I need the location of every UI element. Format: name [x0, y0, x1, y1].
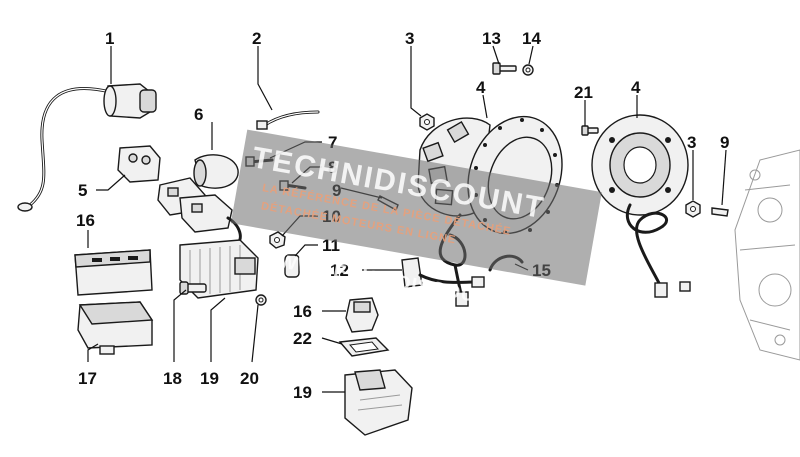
- callout-12: 12: [330, 261, 349, 280]
- callout-14: 14: [522, 29, 541, 48]
- callout-16-lower: 16: [293, 302, 312, 321]
- callout-18: 18: [163, 369, 182, 388]
- callout-7: 7: [328, 133, 337, 152]
- part-14-washer: [522, 64, 534, 76]
- callout-17: 17: [78, 369, 97, 388]
- callout-6: 6: [194, 105, 203, 124]
- part-20-washer: [255, 294, 267, 306]
- callout-3-right: 3: [687, 133, 696, 152]
- part-1-coil-lead: [17, 83, 157, 212]
- callout-19-lower: 19: [293, 383, 312, 402]
- part-18-bolt: [179, 281, 207, 295]
- part-4-stator-plate-right: [591, 114, 691, 298]
- part-3-nut-center: [419, 113, 435, 131]
- callout-21: 21: [574, 83, 593, 102]
- callout-3-center: 3: [405, 29, 414, 48]
- part-12-pickup: [401, 257, 485, 288]
- part-6-plug-cap: [193, 154, 239, 189]
- part-9-pin-right: [711, 207, 729, 217]
- callout-4-center: 4: [476, 78, 486, 97]
- callout-16-left: 16: [76, 211, 95, 230]
- callout-1: 1: [105, 29, 114, 48]
- callout-19-upper: 19: [200, 369, 219, 388]
- part-10-nut: [269, 231, 286, 249]
- callout-20: 20: [240, 369, 259, 388]
- part-13-bolt: [492, 62, 517, 75]
- callout-22: 22: [293, 329, 312, 348]
- callout-5: 5: [78, 181, 87, 200]
- part-17-tray: [77, 301, 154, 355]
- part-5-connector: [117, 145, 161, 183]
- callout-9-right: 9: [720, 133, 729, 152]
- part-11-clip: [284, 254, 300, 278]
- regulator-plug: [157, 177, 242, 247]
- callout-13: 13: [482, 29, 501, 48]
- engine-casing-outline: [734, 149, 800, 361]
- callout-4-right: 4: [631, 78, 641, 97]
- part-19-regulator-lower: [344, 369, 413, 436]
- part-16-relay-left: [74, 249, 153, 296]
- part-3-nut-right: [685, 200, 701, 218]
- part-21-screw: [581, 125, 599, 136]
- part-16-relay-lower: [345, 297, 379, 333]
- callout-2: 2: [252, 29, 261, 48]
- part-2-ground-wire: [256, 110, 320, 130]
- part-22-gasket: [338, 337, 390, 357]
- watermark-band: [230, 129, 602, 286]
